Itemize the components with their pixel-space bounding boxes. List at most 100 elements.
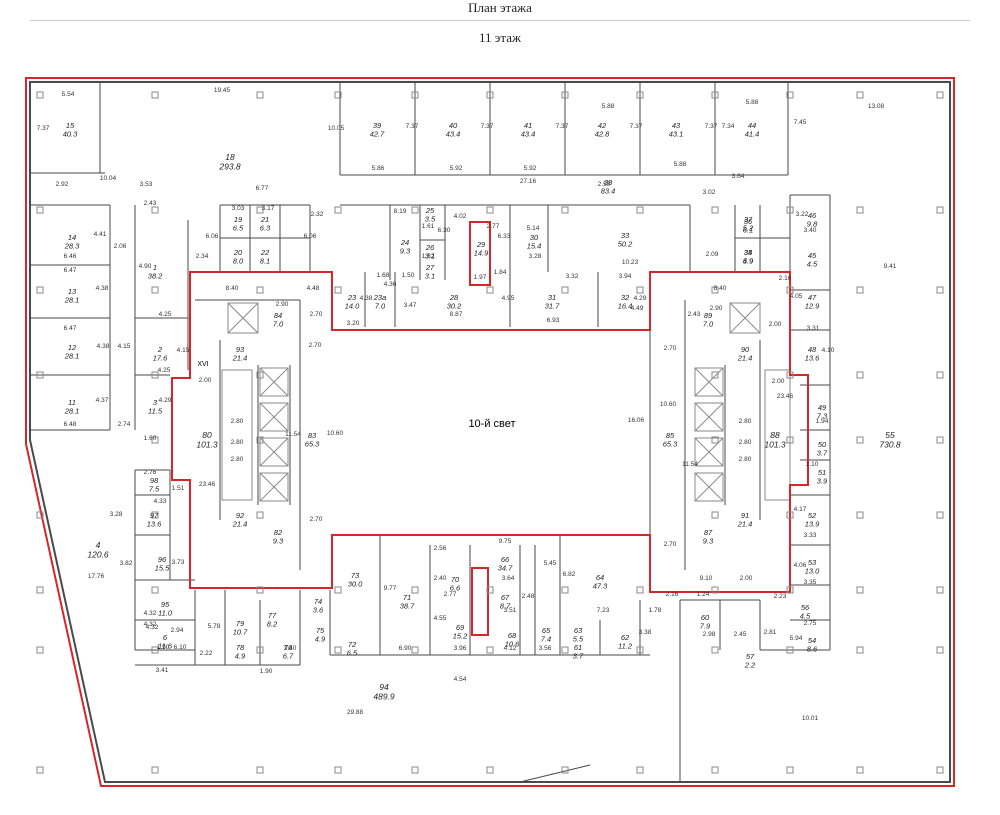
dimension-label: 2.09 [706,251,719,258]
room-area: 28.3 [64,242,80,251]
room-area: 34.7 [498,564,513,573]
dimension-label: 8.87 [450,311,463,318]
column-marker [36,766,44,774]
dimension-label: 3.40 [804,227,817,234]
room-number: 79 [236,619,245,628]
column-marker [561,91,569,99]
room-area: 4.5 [800,612,811,621]
room-label: 196.5 [233,215,244,233]
column-marker [334,766,342,774]
room-number: 30 [530,233,539,242]
room-number: 61 [574,643,582,652]
room-area: 13.0 [805,567,820,576]
dimension-label: 2.43 [144,200,157,207]
room-label: 375.2 [743,215,754,233]
room-label: 829.3 [273,528,284,546]
room-area: 120.6 [87,550,109,560]
dimension-label: 11.54 [285,431,301,438]
dimension-label: 4.02 [454,213,467,220]
room-area: 7.0 [703,320,714,329]
dimension-label: 3.53 [140,181,153,188]
dimension-label: 2.90 [276,301,289,308]
column-marker [856,371,864,379]
room-label: 611.6 [158,633,173,651]
column-marker [36,91,44,99]
room-number: 69 [456,623,465,632]
dimension-label: 2.81 [764,629,777,636]
room-area: 40.3 [63,130,78,139]
dimension-label: 7.23 [597,607,610,614]
room-number: 14 [68,233,76,242]
room-label: 564.5 [800,603,811,621]
room-number: 53 [808,558,817,567]
column-marker [936,646,944,654]
room-number: 83 [308,431,317,440]
column-marker [151,511,159,519]
dimension-label: 10.01 [802,715,819,722]
dimension-label: 9.77 [384,585,397,592]
dimension-label: 10.05 [328,125,345,132]
room-number: 95 [161,600,170,609]
column-marker [711,586,719,594]
room-area: 5.9 [743,257,754,266]
room-area: 6.6 [450,584,461,593]
column-marker [711,91,719,99]
dimension-label: 2.45 [734,631,747,638]
room-number: 71 [403,593,411,602]
dimension-label: 16.06 [628,417,645,424]
column-marker [786,511,794,519]
column-marker [36,646,44,654]
room-number: 94 [379,682,389,692]
room-area: 3.5 [425,215,436,224]
room-number: 37 [744,215,753,224]
room-number: 64 [596,573,604,582]
column-marker [256,586,264,594]
room-number: 32 [621,293,630,302]
room-number: 13 [68,287,77,296]
column-marker [256,371,264,379]
dimension-label: 9.75 [499,538,512,545]
room-area: 6.1 [743,226,753,235]
room-area: 42.8 [595,130,610,139]
room-number: 63 [574,626,583,635]
column-marker [334,586,342,594]
column-marker [936,586,944,594]
room-number: 29 [476,240,486,249]
room-number: 38 [604,178,613,187]
dimension-label: 6.30 [438,227,451,234]
room-number: 21 [260,215,269,224]
room-number: 45 [808,251,817,260]
column-marker [561,586,569,594]
room-number: 54 [808,636,816,645]
room-area: 15.4 [527,242,542,251]
dimension-label: 2.23 [774,593,787,600]
column-marker [151,206,159,214]
dimension-label: 4.95 [502,295,515,302]
room-area: 31.7 [545,302,560,311]
dimension-label: 11.54 [682,461,698,468]
dimension-label: 23.46 [777,393,794,400]
dimension-label: 2.70 [309,342,322,349]
room-area: 9.3 [273,537,284,546]
dimension-label: 8.40 [226,285,239,292]
room-number: 47 [808,293,817,302]
room-area: 43.4 [446,130,461,139]
dimension-label: 7.37 [37,125,50,132]
room-label: 513.9 [817,468,828,486]
column-marker [786,286,794,294]
room-number: 1 [153,263,157,272]
column-marker [856,646,864,654]
room-number: 87 [704,528,713,537]
room-number: 90 [741,345,750,354]
room-area: 30.2 [447,302,462,311]
